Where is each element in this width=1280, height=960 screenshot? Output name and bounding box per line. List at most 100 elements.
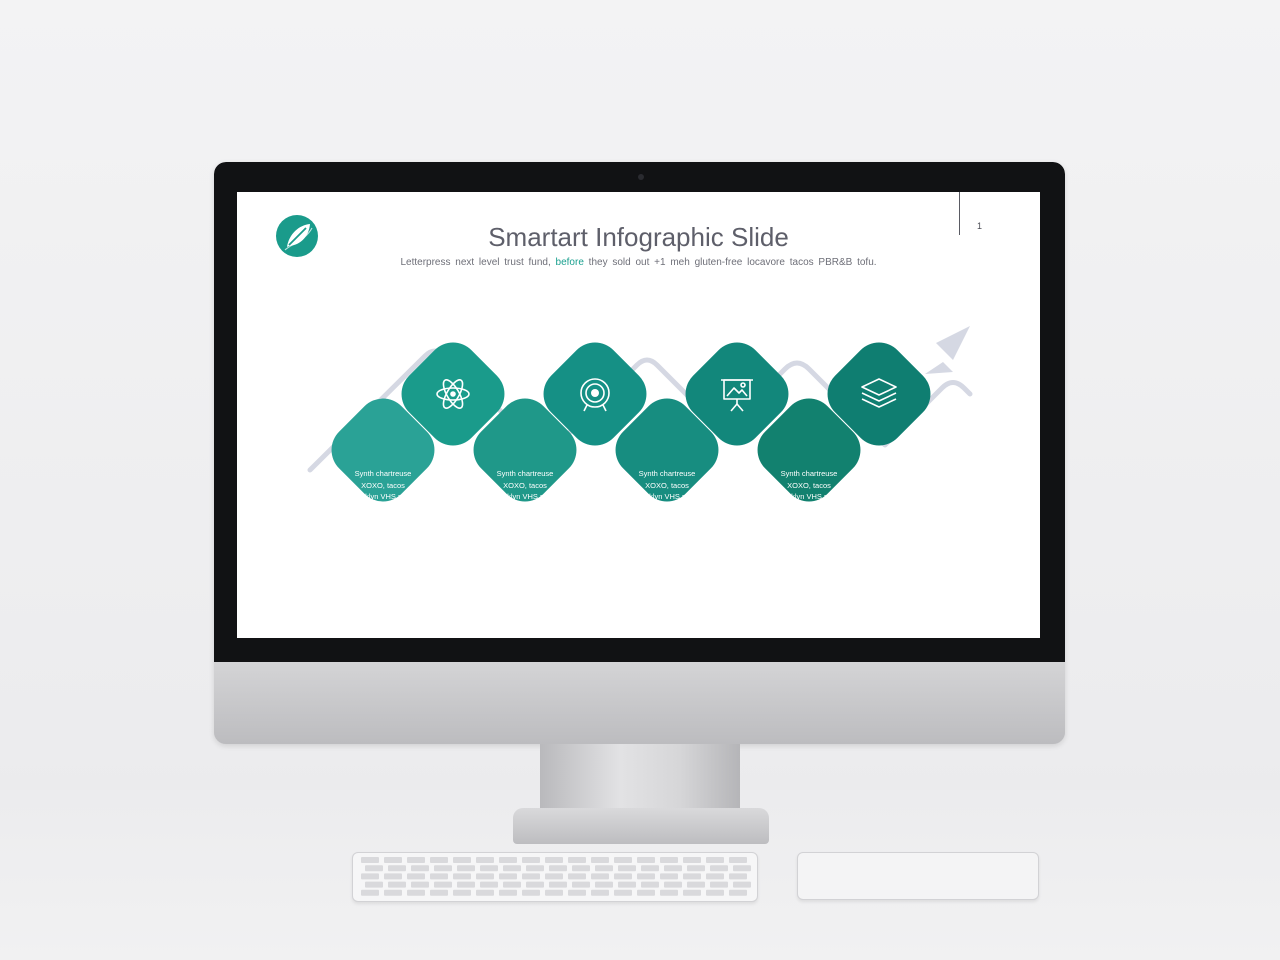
- keyboard-key: [361, 857, 379, 863]
- keyboard-key: [453, 873, 471, 880]
- page-number: 1: [977, 221, 983, 231]
- keyboard-key: [637, 873, 655, 880]
- keyboard-key: [706, 857, 724, 863]
- keyboard-key: [384, 857, 402, 863]
- monitor-stand-base: [513, 808, 769, 844]
- keyboard-key: [733, 881, 751, 888]
- keyboard-key: [499, 857, 517, 863]
- keyboard-key: [457, 865, 475, 872]
- keyboard-key: [591, 873, 609, 880]
- keyboard-key: [729, 889, 747, 896]
- keyboard-key: [549, 865, 567, 872]
- growth-arrow-head: [925, 362, 953, 374]
- keyboard-key: [637, 889, 655, 896]
- step-2-caption: Synth chartreuse XOXO, tacos brooklyn VH…: [492, 469, 558, 501]
- step-3-caption: Synth chartreuse XOXO, tacos brooklyn VH…: [634, 469, 700, 501]
- keyboard-key: [430, 873, 448, 880]
- leaf-logo-icon: [276, 215, 318, 257]
- keyboard-key: [480, 865, 498, 872]
- keyboard-key: [365, 865, 383, 872]
- keyboard-key: [545, 873, 563, 880]
- keyboard-key: [499, 873, 517, 880]
- keyboard-key: [664, 865, 682, 872]
- keyboard-key: [595, 881, 613, 888]
- monitor-chin: [214, 662, 1065, 744]
- keyboard-key: [361, 889, 379, 896]
- keyboard-key: [430, 857, 448, 863]
- subtitle-text-start: Letterpress next level trust fund,: [400, 257, 556, 268]
- keyboard-key: [476, 889, 494, 896]
- camera-icon: [638, 174, 644, 180]
- keyboard-key: [710, 881, 728, 888]
- keyboard-key: [457, 881, 475, 888]
- keyboard-key: [434, 865, 452, 872]
- presentation-board-icon: [721, 379, 753, 412]
- keyboard-key: [526, 881, 544, 888]
- keyboard-key: [407, 889, 425, 896]
- slide-title: Smartart Infographic Slide: [488, 222, 789, 252]
- keyboard-key: [618, 881, 636, 888]
- keyboard-key: [411, 881, 429, 888]
- keyboard-key: [618, 865, 636, 872]
- keyboard-key: [384, 873, 402, 880]
- keyboard-key: [637, 857, 655, 863]
- keyboard-key: [568, 857, 586, 863]
- presentation-slide: Smartart Infographic Slide Letterpress n…: [237, 192, 1040, 638]
- keyboard-key: [453, 889, 471, 896]
- keyboard-key: [434, 881, 452, 888]
- subtitle-accent-word: before: [555, 257, 584, 268]
- keyboard-key: [407, 857, 425, 863]
- keyboard-key: [683, 889, 701, 896]
- keyboard-key: [522, 873, 540, 880]
- keyboard-key: [591, 889, 609, 896]
- keyboard-key: [687, 881, 705, 888]
- keyboard-key: [503, 881, 521, 888]
- keyboard-key: [710, 865, 728, 872]
- keyboard-key: [480, 881, 498, 888]
- trackpad: [797, 852, 1039, 900]
- keyboard-key: [683, 873, 701, 880]
- keyboard-key: [614, 873, 632, 880]
- keyboard-key: [568, 873, 586, 880]
- keyboard-key: [361, 873, 379, 880]
- target-icon: [580, 378, 610, 412]
- slide-subtitle: Letterpress next level trust fund, befor…: [237, 257, 1040, 268]
- keyboard-key: [660, 873, 678, 880]
- step-1-caption: Synth chartreuse XOXO, tacos brooklyn VH…: [350, 469, 416, 501]
- layers-icon: [861, 378, 897, 408]
- keyboard-key: [641, 881, 659, 888]
- page-divider: [959, 192, 960, 235]
- keyboard-key: [687, 865, 705, 872]
- keyboard-key: [384, 889, 402, 896]
- keyboard-key: [614, 889, 632, 896]
- keyboard-key: [706, 873, 724, 880]
- keyboard-key: [526, 865, 544, 872]
- keyboard-key: [522, 889, 540, 896]
- keyboard-key: [522, 857, 540, 863]
- keyboard-key: [729, 873, 747, 880]
- keyboard-key: [388, 881, 406, 888]
- keyboard-key: [388, 865, 406, 872]
- keyboard-key: [595, 865, 613, 872]
- keyboard-key: [572, 865, 590, 872]
- keyboard-key: [568, 889, 586, 896]
- keyboard-key: [411, 865, 429, 872]
- keyboard-key: [549, 881, 567, 888]
- keyboard-key: [365, 881, 383, 888]
- keyboard-key: [572, 881, 590, 888]
- keyboard-key: [430, 889, 448, 896]
- keyboard-key: [641, 865, 659, 872]
- keyboard-key: [660, 889, 678, 896]
- keyboard: [352, 852, 758, 902]
- keyboard-key: [545, 889, 563, 896]
- keyboard-key: [729, 857, 747, 863]
- keyboard-key: [453, 857, 471, 863]
- keyboard-key: [683, 857, 701, 863]
- keyboard-key: [733, 865, 751, 872]
- step-4-caption: Synth chartreuse XOXO, tacos brooklyn VH…: [776, 469, 842, 501]
- keyboard-key: [407, 873, 425, 880]
- keyboard-key: [664, 881, 682, 888]
- keyboard-key: [499, 889, 517, 896]
- keyboard-key: [476, 873, 494, 880]
- keyboard-key: [476, 857, 494, 863]
